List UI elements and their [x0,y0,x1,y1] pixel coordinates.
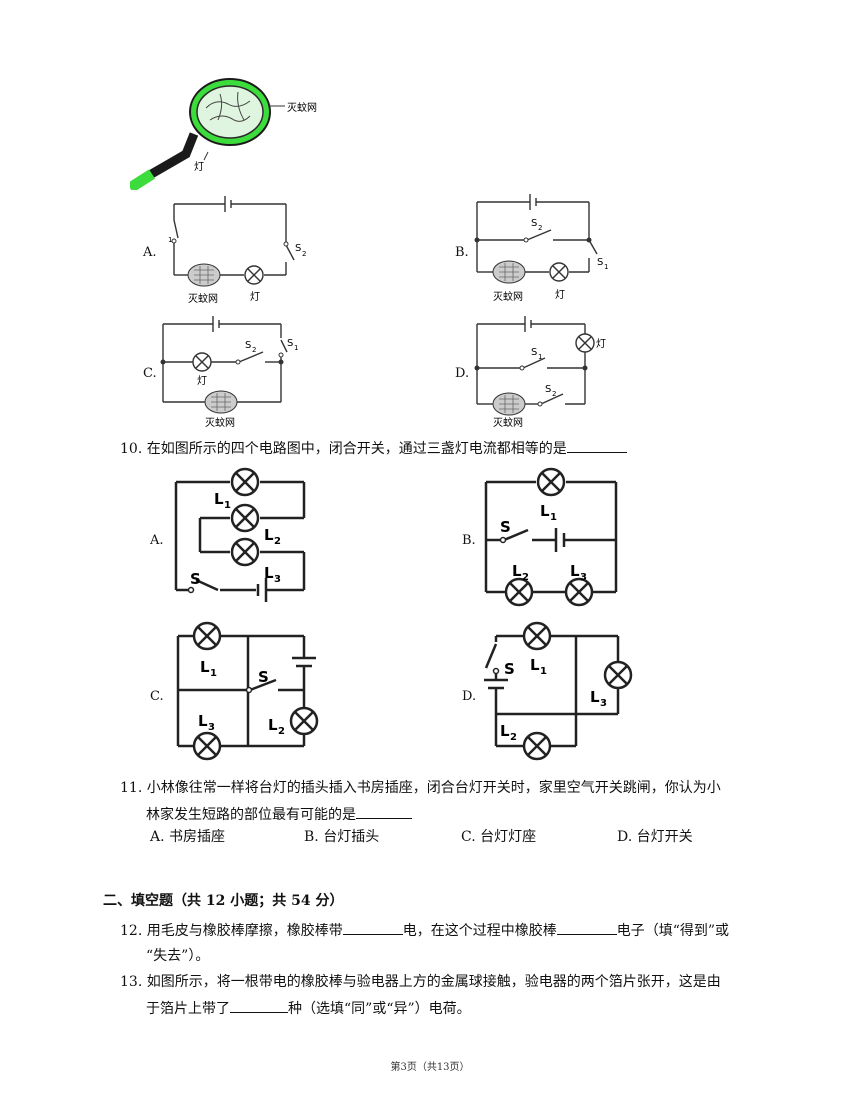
svg-text:2: 2 [302,250,306,258]
lamp-label: 灯 [555,289,565,301]
racket-net-label: 灭蚊网 [287,101,317,114]
svg-text:S: S [258,668,269,686]
svg-text:L: L [200,658,210,676]
option-letter: C. [143,366,157,381]
answer-blank[interactable] [230,998,288,1013]
svg-text:L: L [268,716,278,734]
question-number: 13. [120,974,143,990]
question-text: 在如图所示的四个电路图中，闭合开关，通过三盏灯电流都相等的是 [146,441,567,457]
question-13-line2: 于箔片上带了种（选填“同”或“异”）电荷。 [146,998,471,1019]
question-12-line2: “失去”）。 [146,948,210,964]
svg-text:S: S [504,660,515,678]
q9-option-c[interactable]: C. S 2 S 1 灯 灭蚊网 [143,312,323,430]
s1-label: S [531,347,537,358]
question-10: 10. 在如图所示的四个电路图中，闭合开关，通过三盏灯电流都相等的是 [120,438,627,459]
svg-text:2: 2 [510,732,517,743]
s2-label: S [295,243,301,254]
question-11-line2: 林家发生短路的部位最有可能的是 [146,804,412,825]
q9-option-b[interactable]: B. S 2 S 1 灭蚊网 灯 [455,190,635,315]
svg-text:L: L [264,526,274,544]
svg-text:L: L [590,688,600,706]
option-letter: D. [462,689,477,704]
svg-text:L: L [540,502,550,520]
question-number: 11. [120,780,143,796]
lamp-label: 灯 [197,375,207,387]
net-label: 灭蚊网 [493,290,523,303]
net-label: 灭蚊网 [493,416,523,429]
s2-label: S [245,340,251,351]
option-letter: D. [455,366,470,381]
q11-option-c[interactable]: C. 台灯灯座 [461,829,537,845]
answer-blank-1[interactable] [342,920,403,935]
svg-text:S: S [190,570,201,588]
question-12: 12. 用毛皮与橡胶棒摩擦，橡胶棒带电，在这个过程中橡胶棒电子（填“得到”或 [120,920,729,941]
svg-text:L: L [530,656,540,674]
svg-text:2: 2 [538,224,542,232]
svg-text:2: 2 [274,536,281,547]
answer-blank[interactable] [566,438,627,453]
svg-text:2: 2 [552,390,556,398]
answer-blank-2[interactable] [556,920,617,935]
svg-text:1: 1 [604,263,608,271]
svg-text:1: 1 [294,344,298,352]
lamp-label: 灯 [250,291,260,303]
option-letter: B. [455,245,469,260]
option-letter: A. [150,533,164,548]
question-13: 13. 如图所示，将一根带电的橡胶棒与验电器上方的金属球接触，验电器的两个箔片张… [120,974,721,990]
svg-text:3: 3 [600,698,607,709]
s2-label: S [545,384,551,395]
q11-option-d[interactable]: D. 台灯开关 [617,829,693,845]
s2-label: S [531,218,537,229]
svg-text:1: 1 [210,668,217,679]
question-11: 11. 小林像往常一样将台灯的插头插入书房插座，闭合台灯开关时，家里空气开关跳闸… [120,778,721,798]
svg-text:1: 1 [224,500,231,511]
svg-text:L: L [500,722,510,740]
lamp-label: 灯 [596,338,606,350]
svg-text:L: L [214,490,224,508]
option-letter: A. [143,245,157,260]
answer-blank[interactable] [356,804,412,819]
svg-text:1: 1 [168,236,172,244]
svg-text:L: L [198,712,208,730]
svg-text:3: 3 [580,572,587,583]
racket-lamp-label: 灯 [194,161,204,173]
option-letter: C. [150,689,164,704]
question-number: 10. [120,441,143,457]
svg-text:1: 1 [540,666,547,677]
svg-text:1: 1 [550,512,557,523]
question-text-line1: 小林像往常一样将台灯的插头插入书房插座，闭合台灯开关时，家里空气开关跳闸，你认为… [146,780,721,796]
question-number: 12. [120,923,143,939]
s1-label: S [597,257,603,268]
q11-option-b[interactable]: B. 台灯插头 [304,829,380,845]
net-label: 灭蚊网 [188,292,218,305]
net-label: 灭蚊网 [205,416,235,429]
svg-text:2: 2 [252,346,256,354]
option-letter: B. [462,533,476,548]
svg-text:L: L [570,562,580,580]
svg-text:L: L [512,562,522,580]
svg-text:3: 3 [274,574,281,585]
svg-text:2: 2 [522,572,529,583]
mosquito-racket-figure: 灭蚊网 灯 [127,72,330,193]
svg-text:S: S [500,518,511,536]
svg-text:L: L [264,564,274,582]
s1-label: S [287,338,293,349]
q11-option-a[interactable]: A. 书房插座 [150,829,226,845]
section-heading: 二、填空题（共 12 小题；共 54 分） [103,893,344,909]
svg-text:2: 2 [278,726,285,737]
q9-option-a[interactable]: A. S 1 S 2 灭蚊网 灯 [143,190,323,315]
q9-option-d[interactable]: D. S 1 S 2 灯 灭蚊网 [455,312,645,430]
svg-text:3: 3 [208,722,215,733]
svg-text:1: 1 [538,353,542,361]
page-footer: 第3页（共13页） [390,1062,470,1073]
